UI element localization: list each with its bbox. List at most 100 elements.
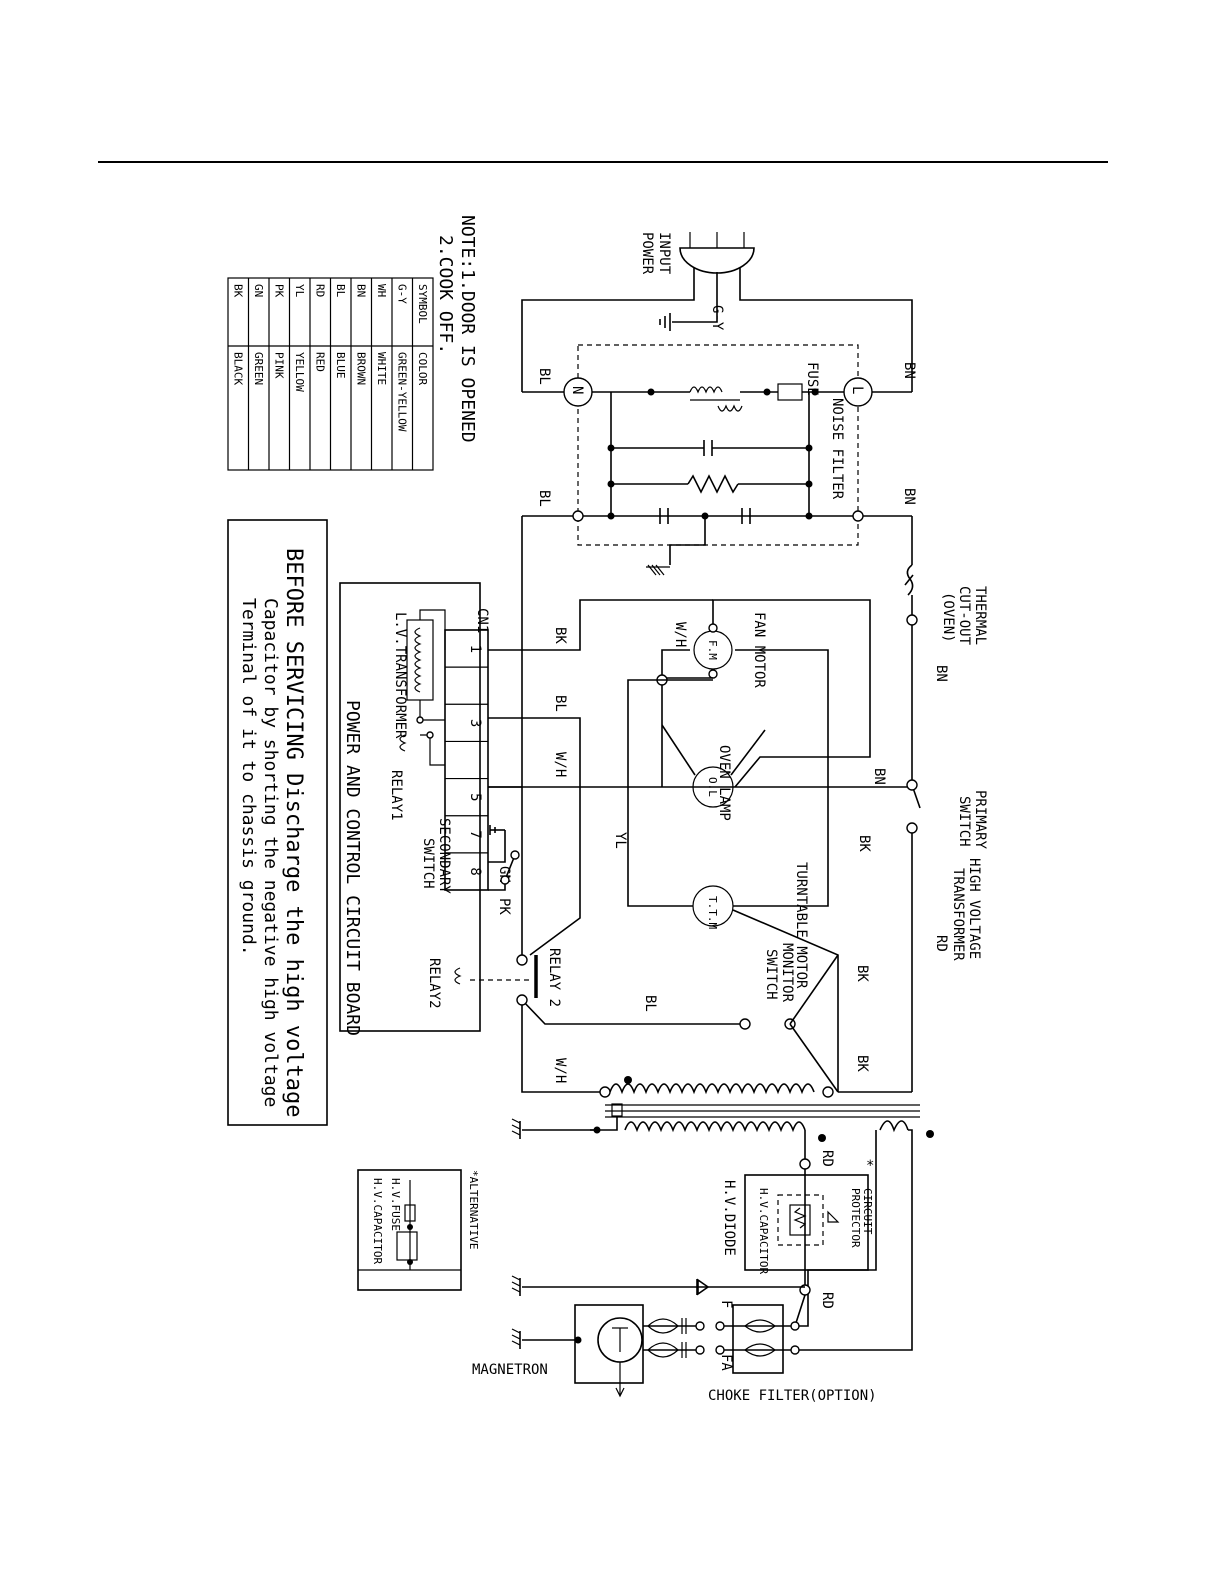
- hv-transformer: HIGH VOLTAGE TRANSFORMER *: [522, 858, 982, 1351]
- main-rails: BL BN THERMAL CUT-OUT (OVEN) BN PRIMARY …: [488, 488, 988, 1092]
- cn1-label: CN1: [474, 608, 490, 633]
- hv-fuse-alt-label: H.V.FUSE: [389, 1178, 402, 1231]
- cn1-connector: 1 3 5 7 8: [444, 629, 489, 891]
- fuse-label: FUSE: [804, 362, 820, 396]
- hv-transformer-label-2: TRANSFORMER: [950, 868, 966, 961]
- color-table-color: BLUE: [334, 352, 347, 379]
- color-table-symbol: RD: [314, 284, 327, 297]
- relay1-coil: [399, 734, 407, 752]
- turntable-motor: TURNTABLE MOTOR T.T.M BK YL: [612, 679, 872, 1092]
- wh-label-1: W/H: [672, 622, 688, 647]
- note-line-1: NOTE:1.DOOR IS OPENED: [457, 215, 478, 443]
- ttm-label: T.T.M: [706, 896, 719, 929]
- color-table-symbol: SYMBOL: [416, 284, 429, 324]
- color-table-color: YELLOW: [293, 352, 306, 392]
- hv-capacitor-symbol: [396, 1231, 418, 1261]
- color-table-color: BROWN: [355, 352, 368, 385]
- monitor-switch-label-1: MONITOR: [779, 943, 795, 1003]
- rd-label-1: RD: [933, 935, 949, 952]
- pk-label: PK: [496, 898, 512, 915]
- oven-lamp: OVEN LAMP O.L: [661, 724, 766, 821]
- relay2-coil: [454, 967, 462, 985]
- input-power-label-1: INPUT: [656, 232, 672, 275]
- primary-switch-label-2: SWITCH: [956, 796, 972, 847]
- color-table-color: WHITE: [375, 352, 388, 385]
- warning-line-3: Terminal of it to chassis ground.: [238, 598, 259, 956]
- relay2-label: RELAY2: [426, 958, 442, 1009]
- f-label: F: [718, 1300, 734, 1308]
- color-table-color: BLACK: [232, 352, 245, 385]
- turntable-motor-label: TURNTABLE MOTOR: [793, 862, 809, 989]
- fan-motor: FAN MOTOR F.M W/H: [656, 599, 871, 788]
- cn1-pin-label: 1: [467, 645, 483, 653]
- bk-label-2: BK: [854, 965, 870, 982]
- input-power-plug: INPUT POWER G-Y: [521, 232, 913, 392]
- bl-label-3: BL: [642, 995, 658, 1012]
- bn-label-3: BN: [933, 665, 949, 682]
- fm-label: F.M: [706, 640, 719, 660]
- primary-switch-label-1: PRIMARY: [972, 790, 988, 850]
- thermal-cutout-label-3: (OVEN): [940, 592, 956, 643]
- thermal-cutout-symbol: [904, 564, 914, 596]
- color-table: SYMBOL COLOR G-Y GREEN-YELLOW WH WHITE BN BROWN…: [227, 277, 434, 471]
- hv-fuse-symbol: [404, 1204, 416, 1222]
- g-y-label: G-Y: [709, 305, 725, 331]
- cn1-pin-label: 7: [467, 830, 483, 838]
- lv-transformer-label: L.V.TRANSFORMER: [392, 612, 408, 739]
- color-table-color: GREEN-YELLOW: [396, 352, 409, 432]
- bk-label-1: BK: [856, 835, 872, 852]
- color-table-color: COLOR: [416, 352, 429, 385]
- choke-filter-label: CHOKE FILTER(OPTION): [708, 1388, 877, 1404]
- thermal-cutout-label-2: CUT-OUT: [956, 586, 972, 646]
- bn-label-4: BN: [871, 768, 887, 785]
- rd-label-3: RD: [819, 1292, 835, 1309]
- note-line-2: 2.COOK OFF.: [435, 235, 456, 354]
- warning-line-2: Capacitor by shorting the negative high …: [260, 598, 281, 1107]
- cn1-wires: BK BL W/H RELAY 2 W/H: [488, 599, 713, 1093]
- rd-label-2: RD: [819, 1150, 835, 1167]
- control-board: POWER AND CONTROL CIRCUIT BOARD CN1 1 3 5 7…: [339, 582, 530, 1036]
- circuit-protector-label-1: CIRCUIT: [861, 1188, 874, 1235]
- color-table-symbol: BK: [232, 284, 245, 298]
- circuit-protector-label-2: PROTECTOR: [849, 1188, 862, 1248]
- hv-diode-label: H.V.DIODE: [721, 1180, 737, 1256]
- cn1-pin-label: 8: [467, 867, 483, 875]
- color-table-symbol: WH: [375, 284, 388, 297]
- color-table-symbol: G-Y: [396, 284, 409, 304]
- hv-diode: H.V.DIODE F FA: [522, 1180, 805, 1371]
- secondary-switch-label-1: SECONDARY: [436, 818, 452, 894]
- n-terminal-label: N: [569, 386, 585, 394]
- cn1-pin-label: 3: [467, 719, 483, 727]
- board-label: POWER AND CONTROL CIRCUIT BOARD: [342, 700, 363, 1036]
- ground-symbols: [511, 1118, 521, 1349]
- noise-filter-label: NOISE FILTER: [829, 398, 845, 500]
- secondary-winding: [624, 1121, 806, 1133]
- ol-label: O.L: [706, 777, 719, 797]
- choke-filter: CHOKE FILTER(OPTION): [695, 1304, 877, 1404]
- note-block: NOTE:1.DOOR IS OPENED 2.COOK OFF.: [435, 215, 478, 443]
- hv-capacitor-alt-label: H.V.CAPACITOR: [371, 1178, 384, 1264]
- color-table-symbol: BN: [355, 284, 368, 297]
- yl-label: YL: [612, 832, 628, 849]
- color-table-symbol: YL: [293, 284, 306, 298]
- oven-lamp-label: OVEN LAMP: [716, 745, 732, 821]
- l-terminal-label: L: [849, 386, 865, 394]
- cn1-pin-label: 5: [467, 793, 483, 801]
- star-mark: *: [866, 1158, 874, 1174]
- magnetron-label: MAGNETRON: [472, 1362, 548, 1378]
- hv-capacitor-label: H.V.CAPACITOR: [757, 1188, 770, 1274]
- bk-label-4: BK: [552, 627, 568, 644]
- alternative-label: *ALTERNATIVE: [467, 1170, 480, 1249]
- color-table-color: RED: [314, 352, 327, 372]
- secondary-switch-label-2: SWITCH: [420, 838, 436, 889]
- color-table-symbol: BL: [334, 284, 347, 298]
- color-table-symbol: PK: [273, 284, 286, 298]
- bl-label-4: BL: [552, 695, 568, 712]
- thermal-cutout-label-1: THERMAL: [972, 586, 988, 645]
- color-table-color: GREEN: [252, 352, 265, 385]
- relay-2-label: RELAY 2: [546, 948, 562, 1007]
- fuse-symbol: [777, 383, 803, 401]
- monitor-switch-label-2: SWITCH: [763, 949, 779, 1000]
